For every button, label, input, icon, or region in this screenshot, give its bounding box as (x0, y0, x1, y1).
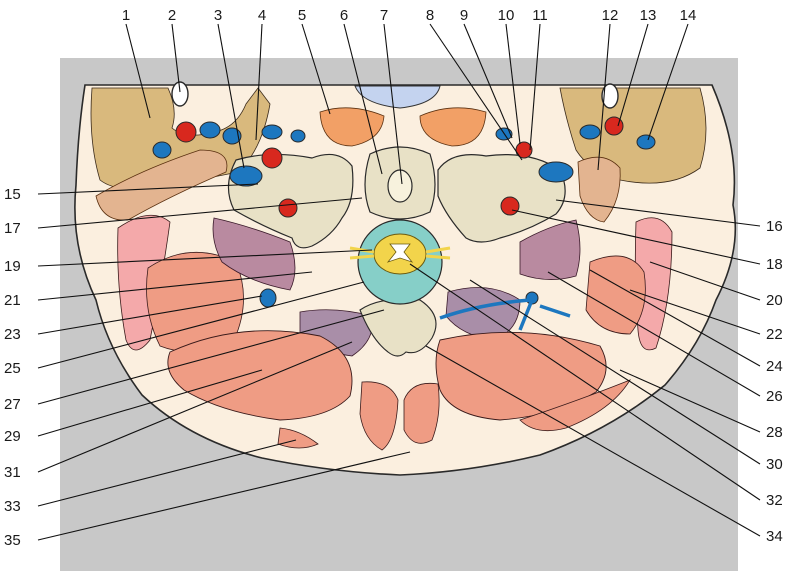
left-deep-cervical-vein (260, 289, 276, 307)
label-31: 31 (4, 464, 21, 481)
label-13: 13 (640, 7, 657, 24)
label-1: 1 (122, 7, 130, 24)
label-34: 34 (766, 528, 783, 545)
styloid-vein-left (172, 82, 188, 106)
label-20: 20 (766, 292, 783, 309)
label-17: 17 (4, 220, 21, 237)
label-10: 10 (498, 7, 515, 24)
right-internal-jugular-vein (539, 162, 573, 182)
left-vertebral-artery (279, 199, 297, 217)
right-vein-b (580, 125, 600, 139)
left-vein-d (262, 125, 282, 139)
label-4: 4 (258, 7, 266, 24)
label-5: 5 (298, 7, 306, 24)
label-18: 18 (766, 256, 783, 273)
label-33: 33 (4, 498, 21, 515)
right-semispinalis-muscle (404, 383, 439, 443)
left-external-carotid-artery (176, 122, 196, 142)
label-14: 14 (680, 7, 697, 24)
label-15: 15 (4, 186, 21, 203)
left-vein-b (200, 122, 220, 138)
left-vein-e (291, 130, 305, 142)
left-internal-jugular-vein (230, 166, 262, 186)
label-9: 9 (460, 7, 468, 24)
label-23: 23 (4, 326, 21, 343)
right-vein-c (637, 135, 655, 149)
right-vertebral-artery (501, 197, 519, 215)
label-8: 8 (426, 7, 434, 24)
dens-core (388, 170, 412, 202)
label-7: 7 (380, 7, 388, 24)
label-25: 25 (4, 360, 21, 377)
label-27: 27 (4, 396, 21, 413)
label-28: 28 (766, 424, 783, 441)
left-internal-carotid-artery (262, 148, 282, 168)
label-3: 3 (214, 7, 222, 24)
label-6: 6 (340, 7, 348, 24)
label-24: 24 (766, 358, 783, 375)
label-19: 19 (4, 258, 21, 275)
label-11: 11 (532, 7, 548, 24)
label-21: 21 (4, 292, 21, 309)
label-26: 26 (766, 388, 783, 405)
label-12: 12 (602, 7, 619, 24)
left-vein-a (153, 142, 171, 158)
label-16: 16 (766, 218, 783, 235)
label-32: 32 (766, 492, 783, 509)
label-35: 35 (4, 532, 21, 549)
label-2: 2 (168, 7, 176, 24)
label-29: 29 (4, 428, 21, 445)
label-22: 22 (766, 326, 783, 343)
label-30: 30 (766, 456, 783, 473)
